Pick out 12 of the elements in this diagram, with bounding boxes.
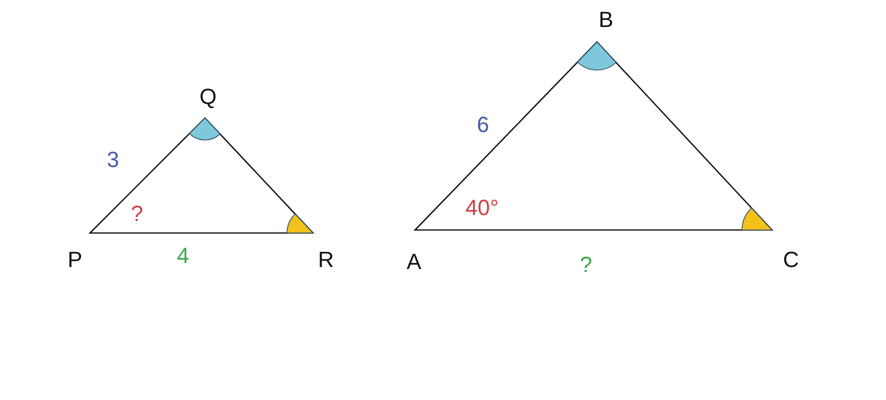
angle-value: ? [130,203,144,225]
side-length: 4 [176,245,190,267]
angle-value: 40° [465,197,499,219]
side-length: 6 [476,114,490,136]
vertex-label: B [598,9,614,31]
vertex-label: P [68,249,82,271]
vertex-label: R [318,249,334,271]
side-length: ? [580,254,592,276]
vertex-label: A [406,251,422,273]
vertex-label: C [783,249,799,271]
side-length: 3 [106,149,120,171]
vertex-label: Q [199,86,217,108]
